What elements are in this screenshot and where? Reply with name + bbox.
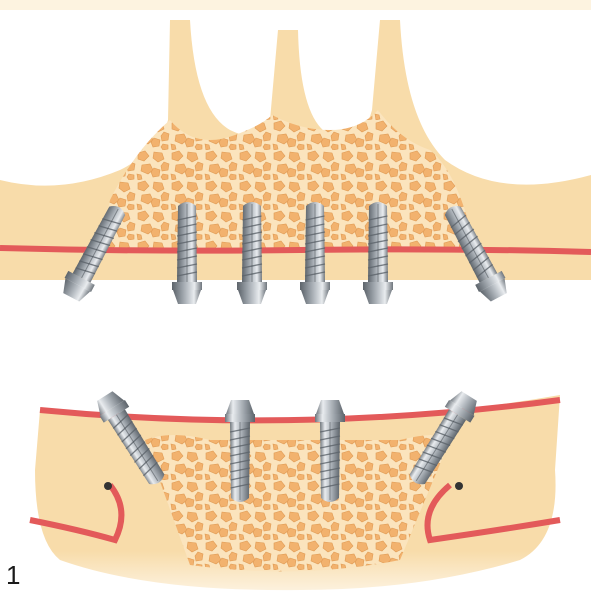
lower-jaw-panel (30, 388, 560, 590)
top-strip (0, 0, 591, 10)
figure-number: 1 (6, 560, 20, 591)
lower-nerve-left-end (104, 482, 112, 490)
lower-nerve-right-end (455, 482, 463, 490)
